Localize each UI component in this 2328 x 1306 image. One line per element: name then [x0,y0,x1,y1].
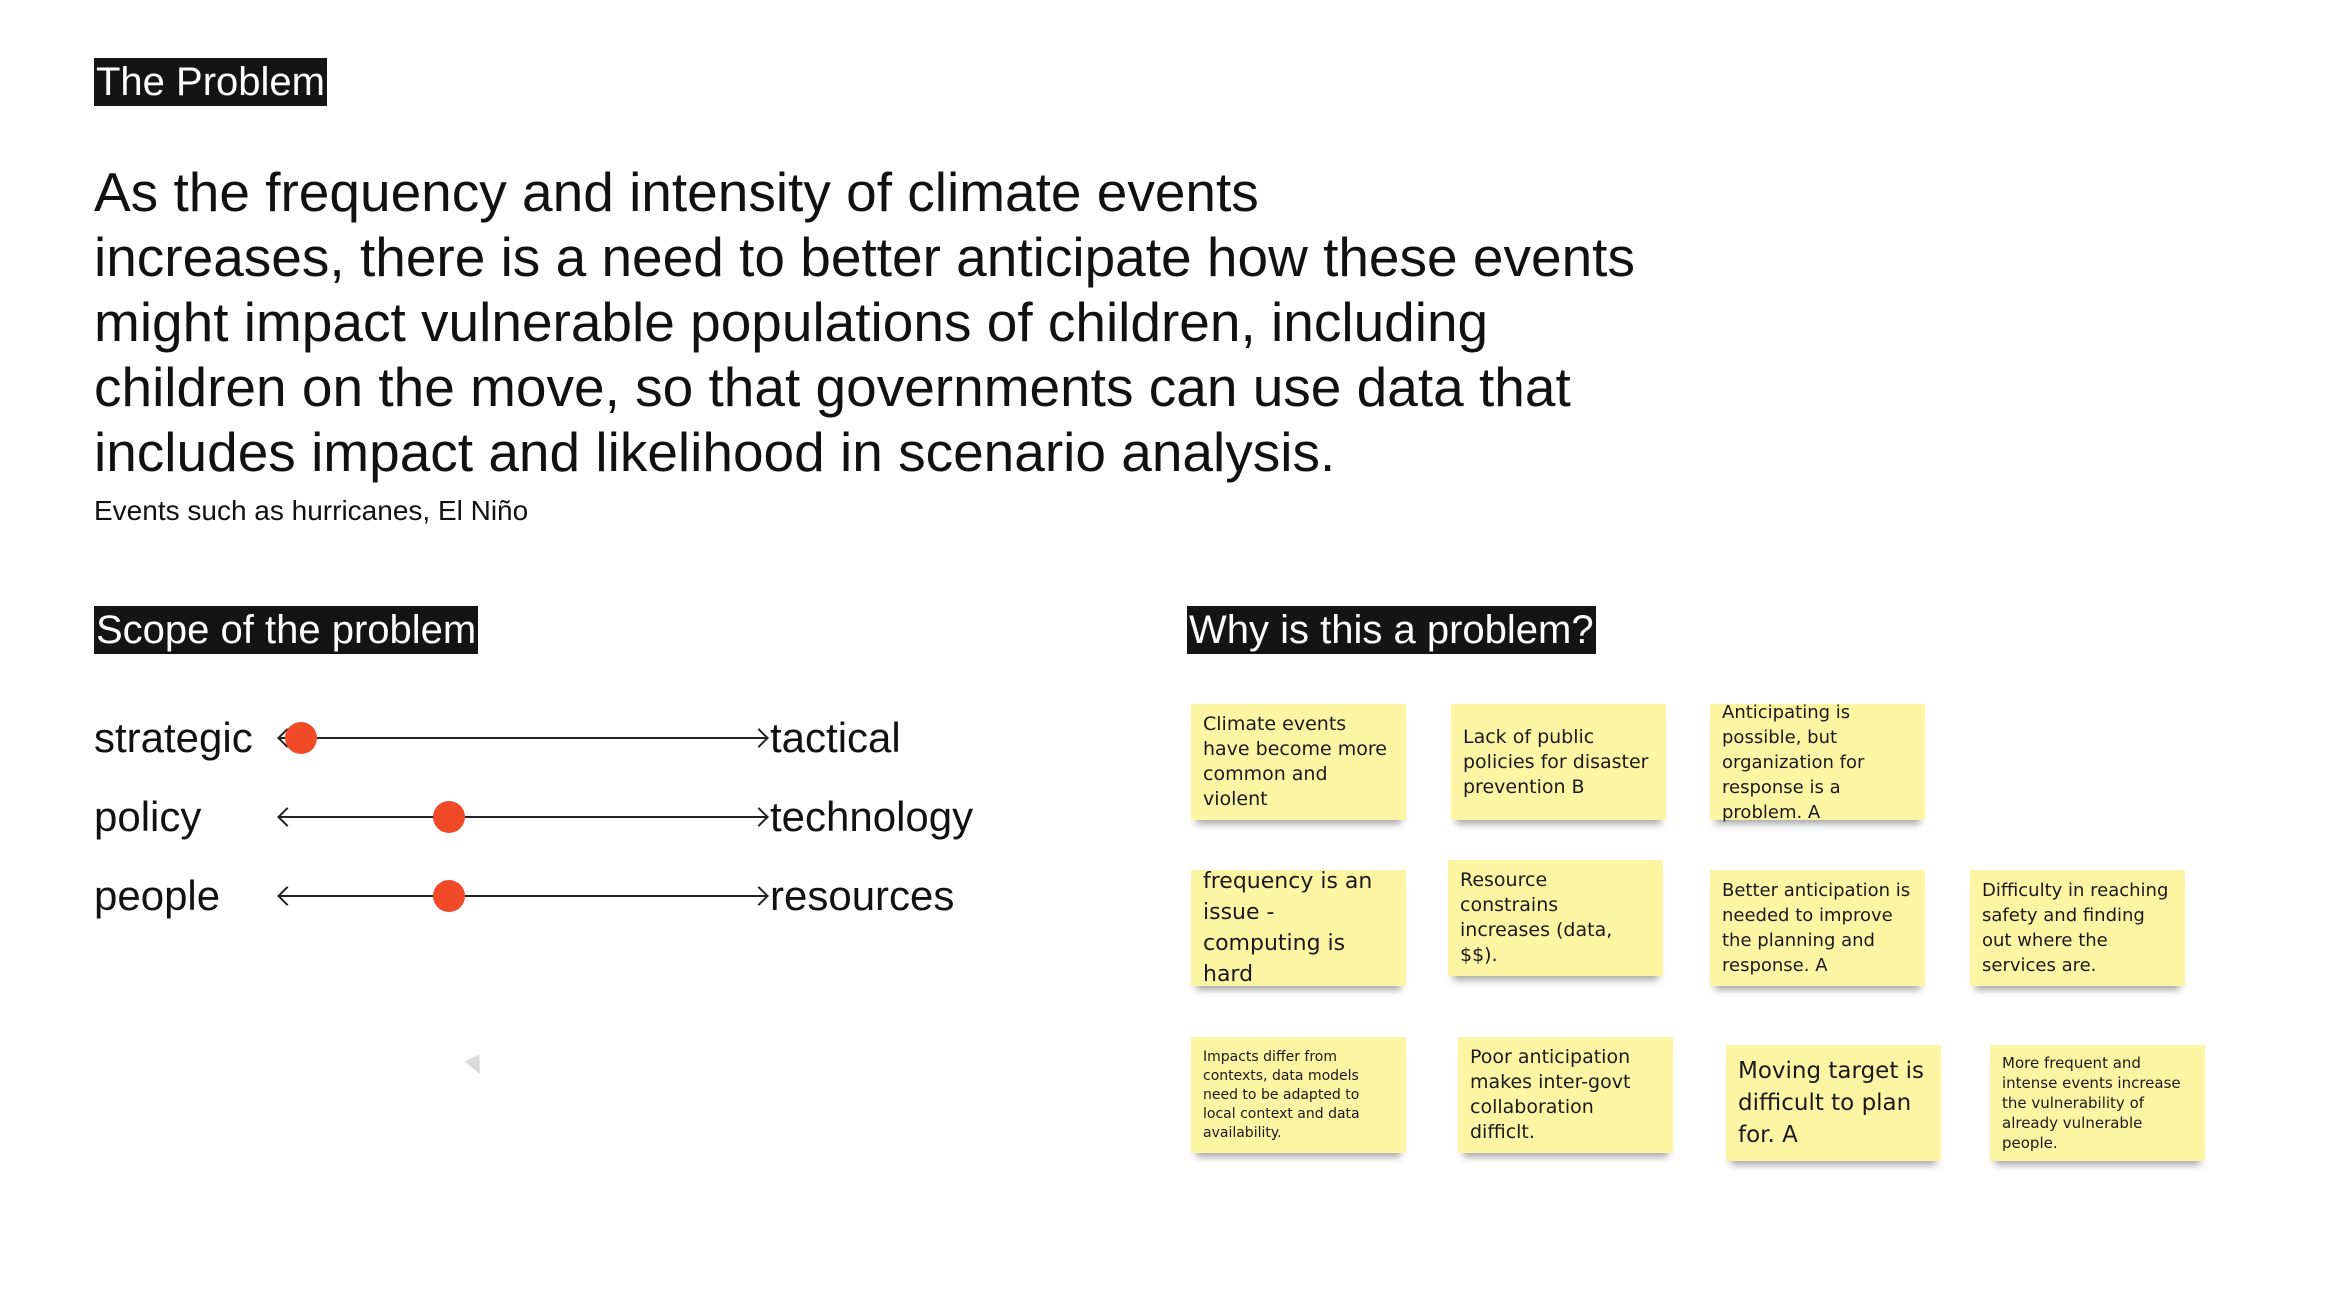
arrow-right-icon [749,886,769,906]
sticky-note[interactable]: Impacts differ from contexts, data model… [1191,1037,1406,1153]
scale-track [276,801,770,833]
scope-scale-people-resources: people resources [94,864,994,924]
scale-left-label: people [94,872,221,919]
sticky-note-text: Anticipating is possible, but organizati… [1722,701,1865,823]
why-heading: Why is this a problem? [1187,606,1596,654]
sticky-note[interactable]: Poor anticipation makes inter-govt colla… [1458,1037,1673,1153]
sticky-note-text: Impacts differ from contexts, data model… [1203,1048,1360,1141]
sticky-note-text: Moving target is difficult to plan for. … [1738,1058,1925,1148]
problem-statement-line: includes impact and likelihood in scenar… [94,421,1336,483]
problem-statement-line: children on the move, so that government… [94,356,1571,418]
problem-heading: The Problem [94,58,327,106]
scale-left-label: strategic [94,714,253,761]
sticky-note-text: Climate events have become more common a… [1203,713,1387,810]
scope-heading: Scope of the problem [94,606,479,654]
sticky-note[interactable]: Moving target is difficult to plan for. … [1726,1045,1941,1161]
problem-statement-line: increases, there is a need to better ant… [94,226,1635,288]
scale-left-label: policy [94,793,202,840]
arrow-left-icon [277,807,297,827]
scale-right-label: technology [770,793,974,840]
sticky-note[interactable]: Lack of public policies for disaster pre… [1451,704,1666,820]
arrow-left-icon [277,886,297,906]
scope-scale-policy-technology: policy technology [94,785,994,845]
arrow-right-icon [749,728,769,748]
sticky-note[interactable]: More frequent and intense events increas… [1990,1045,2205,1161]
scale-slider-dot[interactable] [284,722,317,754]
scale-track [276,722,770,754]
scale-line [280,737,766,739]
scale-right-label: resources [770,872,955,919]
scale-line [280,816,766,818]
sticky-note-text: Better anticipation is needed to improve… [1722,880,1911,976]
problem-statement-line: might impact vulnerable populations of c… [94,291,1489,353]
problem-statement: As the frequency and intensity of climat… [94,160,1734,485]
sticky-note[interactable]: Resource constrains increases (data, $$)… [1448,860,1663,976]
sticky-note[interactable]: Better anticipation is needed to improve… [1710,870,1925,986]
scale-right-label: tactical [770,714,901,761]
scale-slider-dot[interactable] [432,801,465,833]
scale-slider-dot[interactable] [432,880,465,912]
sticky-note-text: Poor anticipation makes inter-govt colla… [1470,1046,1631,1143]
problem-statement-line: As the frequency and intensity of climat… [94,161,1259,223]
arrow-right-icon [749,807,769,827]
sticky-note[interactable]: Climate events have become more common a… [1191,704,1406,820]
scope-scale-strategic-tactical: strategic tactical [94,706,994,766]
sticky-note-text: Resource constrains increases (data, $$)… [1460,869,1613,966]
sticky-note-text: frequency is an issue - computing is har… [1203,869,1373,987]
problem-note: Events such as hurricanes, El Niño [94,495,529,526]
sticky-note-text: Lack of public policies for disaster pre… [1463,725,1649,798]
cursor-pointer-icon [464,1054,488,1078]
scale-line [280,895,766,897]
sticky-note-text: Difficulty in reaching safety and findin… [1982,880,2169,976]
sticky-note[interactable]: frequency is an issue - computing is har… [1191,869,1406,987]
scale-track [276,880,770,912]
sticky-note[interactable]: Difficulty in reaching safety and findin… [1970,870,2185,986]
sticky-note[interactable]: Anticipating is possible, but organizati… [1710,702,1925,823]
sticky-note-text: More frequent and intense events increas… [2002,1054,2181,1152]
